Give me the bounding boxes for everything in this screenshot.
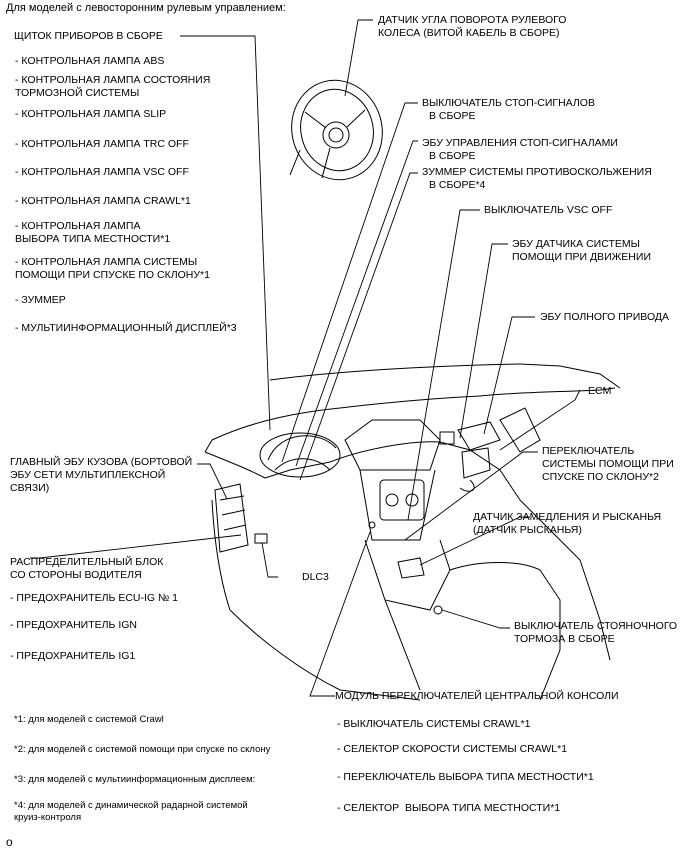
label-stop-light-switch-1: ВЫКЛЮЧАТЕЛЬ СТОП-СИГНАЛОВ [422, 97, 595, 109]
label-multi-info-display: - МУЛЬТИИНФОРМАЦИОННЫЙ ДИСПЛЕЙ*3 [15, 322, 237, 334]
label-4wd-ecu: ЭБУ ПОЛНОГО ПРИВОДА [540, 311, 670, 323]
label-abs-lamp: - КОНТРОЛЬНАЯ ЛАМПА ABS [15, 55, 165, 67]
label-yaw-sensor-2: (ДАТЧИК РЫСКАНЬЯ) [473, 524, 582, 536]
footnote-2: *2: для моделей с системой помощи при сп… [14, 744, 271, 755]
footnote-3: *3: для моделей с мультиинформационным д… [14, 774, 256, 785]
label-brake-lamp-2: ТОРМОЗНОЙ СИСТЕМЫ [15, 87, 140, 99]
label-terrain-lamp-2: ВЫБОРА ТИПА МЕСТНОСТИ*1 [15, 233, 171, 245]
label-junction-block-2: СО СТОРОНЫ ВОДИТЕЛЯ [10, 569, 142, 581]
label-buzzer: - ЗУММЕР [15, 294, 66, 306]
label-steering-sensor-1: ДАТЧИК УГЛА ПОВОРОТА РУЛЕВОГО [378, 14, 567, 26]
label-instrument-cluster: ЩИТОК ПРИБОРОВ В СБОРЕ [14, 30, 163, 42]
label-yaw-sensor-1: ДАТЧИК ЗАМЕДЛЕНИЯ И РЫСКАНЬЯ [473, 511, 662, 523]
leader-lines [30, 19, 581, 697]
label-crawl-speed-selector: - СЕЛЕКТОР СКОРОСТИ СИСТЕМЫ CRAWL*1 [337, 743, 568, 755]
label-fuse-ecu-ig1: - ПРЕДОХРАНИТЕЛЬ ECU-IG № 1 [10, 592, 179, 604]
label-stop-light-ecu-2: В СБОРЕ [429, 150, 476, 162]
footnote-1: *1: для моделей с системой Crawl [14, 714, 164, 725]
footnote-4b: круиз-контроля [14, 812, 82, 823]
label-hill-switch-3: СПУСКЕ ПО СКЛОНУ*2 [542, 471, 659, 483]
label-skid-buzzer-1: ЗУММЕР СИСТЕМЫ ПРОТИВОСКОЛЬЖЕНИЯ [422, 166, 652, 178]
label-terrain-switch: - ПЕРЕКЛЮЧАТЕЛЬ ВЫБОРА ТИПА МЕСТНОСТИ*1 [337, 771, 594, 783]
dashboard-outline [204, 363, 621, 701]
label-driving-support-ecu-1: ЭБУ ДАТЧИКА СИСТЕМЫ [512, 238, 640, 250]
label-junction-block-1: РАСПРЕДЕЛИТЕЛЬНЫЙ БЛОК [10, 556, 164, 568]
label-stop-light-switch-2: В СБОРЕ [429, 110, 476, 122]
label-ecm: ECM [588, 385, 612, 397]
label-hill-lamp-1: - КОНТРОЛЬНАЯ ЛАМПА СИСТЕМЫ [15, 256, 198, 268]
heading: Для моделей с левосторонним рулевым упра… [6, 2, 286, 14]
label-fuse-ig1: - ПРЕДОХРАНИТЕЛЬ IG1 [10, 650, 136, 662]
label-steering-sensor-2: КОЛЕСА (ВИТОЙ КАБЕЛЬ В СБОРЕ) [378, 27, 560, 39]
label-dlc3: DLC3 [302, 571, 329, 583]
footnote-4a: *4: для моделей с динамической радарной … [14, 800, 248, 811]
label-fuse-ign: - ПРЕДОХРАНИТЕЛЬ IGN [10, 619, 137, 631]
label-skid-buzzer-2: В СБОРЕ*4 [429, 179, 486, 191]
label-main-body-ecu-2: ЭБУ СЕТИ МУЛЬТИПЛЕКСНОЙ [10, 469, 166, 481]
label-vsc-off-lamp: - КОНТРОЛЬНАЯ ЛАМПА VSC OFF [15, 166, 189, 178]
label-brake-lamp-1: - КОНТРОЛЬНАЯ ЛАМПА СОСТОЯНИЯ [15, 74, 211, 86]
label-terrain-lamp-1: - КОНТРОЛЬНАЯ ЛАМПА [15, 220, 141, 232]
label-slip-lamp: - КОНТРОЛЬНАЯ ЛАМПА SLIP [15, 108, 167, 120]
label-parking-brake-switch-1: ВЫКЛЮЧАТЕЛЬ СТОЯНОЧНОГО [514, 620, 678, 632]
label-stop-light-ecu-1: ЭБУ УПРАВЛЕНИЯ СТОП-СИГНАЛАМИ [422, 137, 618, 149]
page-marker: o [6, 835, 13, 849]
label-terrain-selector: - СЕЛЕКТОР ВЫБОРА ТИПА МЕСТНОСТИ*1 [337, 802, 561, 814]
label-main-body-ecu-1: ГЛАВНЫЙ ЭБУ КУЗОВА (БОРТОВОЙ [10, 456, 193, 468]
label-crawl-switch: - ВЫКЛЮЧАТЕЛЬ СИСТЕМЫ CRAWL*1 [337, 718, 531, 730]
label-parking-brake-switch-2: ТОРМОЗА В СБОРЕ [514, 633, 615, 645]
label-driving-support-ecu-2: ПОМОЩИ ПРИ ДВИЖЕНИИ [512, 251, 651, 263]
label-vsc-off-switch: ВЫКЛЮЧАТЕЛЬ VSC OFF [484, 204, 613, 216]
label-trc-off-lamp: - КОНТРОЛЬНАЯ ЛАМПА TRC OFF [15, 138, 189, 150]
label-hill-lamp-2: ПОМОЩИ ПРИ СПУСКЕ ПО СКЛОНУ*1 [15, 269, 210, 281]
steering-wheel-inset [289, 79, 383, 181]
label-hill-switch-2: СИСТЕМЫ ПОМОЩИ ПРИ [542, 458, 674, 470]
label-crawl-lamp: - КОНТРОЛЬНАЯ ЛАМПА CRAWL*1 [15, 195, 191, 207]
label-console-switch-module: МОДУЛЬ ПЕРЕКЛЮЧАТЕЛЕЙ ЦЕНТРАЛЬНОЙ КОНСОЛ… [335, 690, 619, 702]
label-main-body-ecu-3: СВЯЗИ) [10, 482, 50, 494]
label-hill-switch-1: ПЕРЕКЛЮЧАТЕЛЬ [542, 445, 635, 457]
